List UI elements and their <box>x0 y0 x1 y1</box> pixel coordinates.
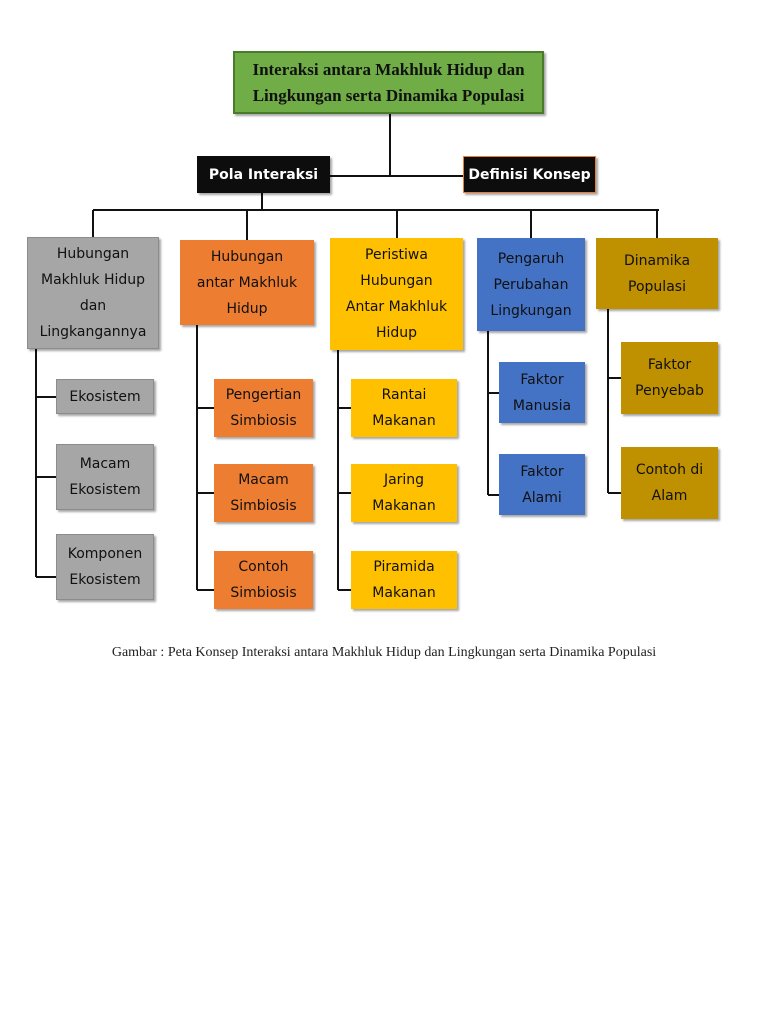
subtopic-box-2-1-text: Pengertian <box>225 387 302 403</box>
category-box-2-text: antar Makhluk <box>196 274 298 291</box>
subtopic-box-3-2-text: Jaring <box>383 472 425 488</box>
subtopic-box-4-1-text: Faktor <box>520 371 564 388</box>
subtopic-box-3-1-text: Makanan <box>372 413 436 429</box>
subtopic-box-2-2-text: Macam <box>238 472 289 488</box>
category-box-3-text: Antar Makhluk <box>345 299 448 315</box>
category-box-3-text: Hidup <box>375 325 418 341</box>
category-box-5-text: Dinamika <box>623 252 691 269</box>
subtopic-box-1-2-text: Macam <box>79 456 131 472</box>
subtopic-box-5-2-text: Alam <box>651 488 688 504</box>
subtopic-box-1-1: Ekosistem <box>56 379 154 414</box>
root-topic-text: Interaksi antara Makhluk Hidup dan <box>252 59 525 79</box>
subtopic-box-4-2-text: Alami <box>522 489 562 506</box>
subtopic-box-5-2: Contoh di Alam <box>621 447 718 519</box>
category-box-4-text: Perubahan <box>493 276 569 293</box>
category-box-1-text: Lingkangannya <box>39 324 147 340</box>
subtopic-box-3-3-text: Piramida <box>373 559 435 575</box>
subtopic-box-2-1-text: Simbiosis <box>230 413 297 429</box>
category-box-2-text: Hubungan <box>210 248 284 265</box>
category-box-2-text: Hidup <box>226 300 268 317</box>
subtopic-box-4-2-text: Faktor <box>520 463 564 480</box>
subtopic-box-2-3-text: Contoh <box>238 559 289 575</box>
pola-interaksi-box: Pola Interaksi <box>197 156 330 193</box>
subtopic-box-3-2-text: Makanan <box>372 498 436 514</box>
category-box-1-text: dan <box>79 298 107 314</box>
category-box-5-text: Populasi <box>628 278 686 295</box>
category-box-3-text: Hubungan <box>360 273 433 289</box>
subtopic-box-2-3-text: Simbiosis <box>230 585 297 601</box>
category-box-4-text: Lingkungan <box>490 302 572 319</box>
category-box-3-text: Peristiwa <box>365 247 428 263</box>
subtopic-box-3-3-text: Makanan <box>372 585 436 601</box>
subtopic-box-2-2-text: Simbiosis <box>230 498 297 514</box>
root-topic-text: Lingkungan serta Dinamika Populasi <box>252 85 525 105</box>
subtopic-box-4-1-text: Manusia <box>512 397 572 414</box>
subtopic-box-1-3-text: Komponen <box>67 546 143 562</box>
subtopic-box-5-2-text: Contoh di <box>635 462 704 478</box>
subtopic-box-5-1-text: Penyebab <box>635 383 704 399</box>
figure-caption: Gambar : Peta Konsep Interaksi antara Ma… <box>111 645 657 660</box>
category-box-4-text: Pengaruh <box>497 250 565 267</box>
category-box-1-text: Hubungan <box>56 246 130 262</box>
definisi-konsep-box: Definisi Konsep <box>463 156 596 193</box>
subtopic-box-1-1-text: Ekosistem <box>69 388 141 405</box>
subtopic-box-3-1-text: Rantai <box>381 387 427 403</box>
subtopic-box-1-2-text: Ekosistem <box>69 482 141 498</box>
subtopic-box-5-1-text: Faktor <box>647 357 692 373</box>
category-box-1-text: Makhluk Hidup <box>40 272 146 288</box>
subtopic-box-1-3-text: Ekosistem <box>69 572 141 588</box>
